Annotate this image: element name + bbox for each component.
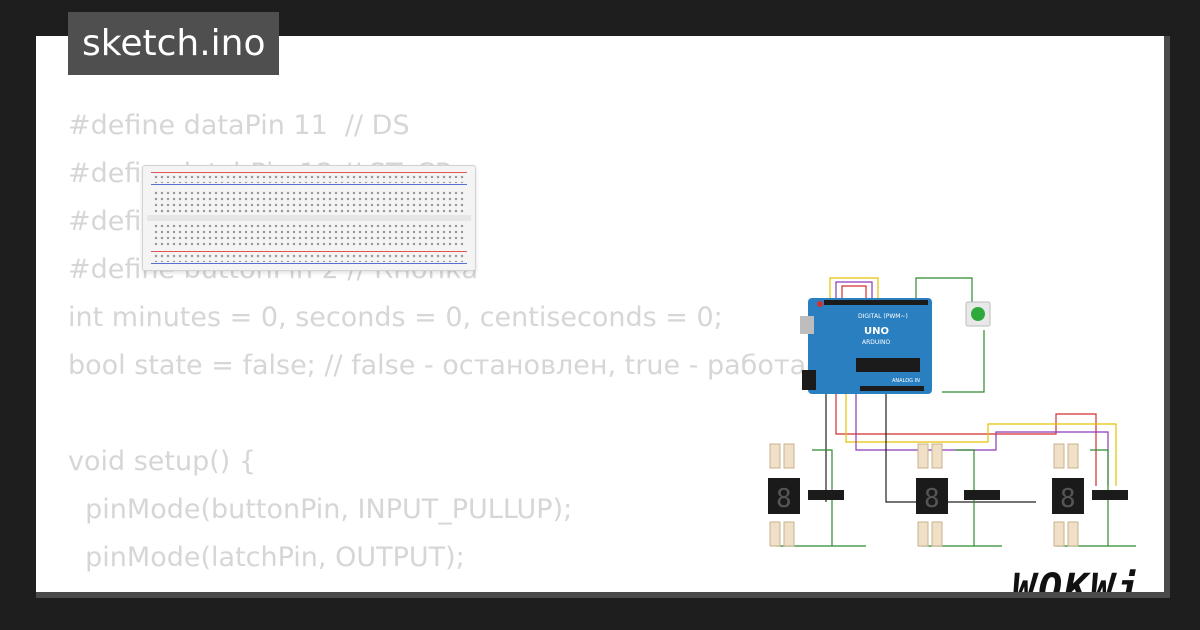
push-button [965, 301, 991, 327]
display-digit-3: 8 [1060, 484, 1076, 514]
code-line: pinMode(latchPin, OUTPUT); [68, 542, 465, 573]
wire-red [841, 285, 867, 304]
code-line: bool state = false; // false - остановле… [68, 350, 839, 381]
display-module-1: 8 [768, 443, 844, 547]
breadboard [142, 165, 476, 271]
board-header-label: DIGITAL (PWM~) [858, 313, 908, 320]
arduino-board: DIGITAL (PWM~) UNO ARDUINO ANALOG IN [800, 298, 932, 394]
wokwi-logo: WOKWi [1012, 566, 1143, 598]
breadboard-center-groove [147, 215, 471, 221]
wire-green-button-return [942, 330, 985, 393]
file-name-tab: sketch.ino [68, 12, 280, 75]
display-digit-1: 8 [776, 484, 792, 514]
code-line: void setup() { [68, 446, 257, 477]
code-line: int minutes = 0, seconds = 0, centisecon… [68, 302, 723, 333]
board-power-label: ANALOG IN [892, 378, 920, 384]
breadboard-rail-positive-top [151, 172, 467, 173]
wire-green-button [915, 277, 973, 304]
display-module-3: 8 [1052, 443, 1128, 547]
wire-green-segments [812, 449, 1109, 546]
circuit-diagram: DIGITAL (PWM~) UNO ARDUINO ANALOG IN 8 [768, 277, 1136, 547]
breadboard-terminal-holes-bottom [153, 223, 465, 247]
display-module-2: 8 [916, 443, 1000, 547]
wire-yellow-bus [845, 394, 1117, 486]
board-model-label: UNO [864, 326, 889, 337]
wire-black-ground [825, 394, 1036, 503]
breadboard-rail-negative-bottom [151, 263, 467, 264]
breadboard-rail-negative-top [151, 184, 467, 185]
wire-red-bus [835, 394, 1097, 486]
display-digit-2: 8 [924, 484, 940, 514]
code-line: pinMode(clockPin, OUTPUT); [68, 582, 838, 592]
board-brand-label: ARDUINO [862, 339, 891, 346]
breadboard-power-holes-bottom [153, 253, 465, 262]
wire-purple-bus [855, 394, 1109, 486]
code-line: pinMode(buttonPin, INPUT_PULLUP); [68, 494, 573, 525]
preview-card: #define dataPin 11 // DS#define latchPin… [36, 36, 1170, 598]
breadboard-rail-positive-bottom [151, 251, 467, 252]
breadboard-terminal-holes-top [153, 190, 465, 214]
wire-yellow [829, 277, 879, 304]
wire-purple [835, 281, 873, 304]
code-line [68, 390, 838, 438]
code-line: #define dataPin 11 // DS [68, 110, 410, 141]
breadboard-power-holes-top [153, 174, 465, 183]
